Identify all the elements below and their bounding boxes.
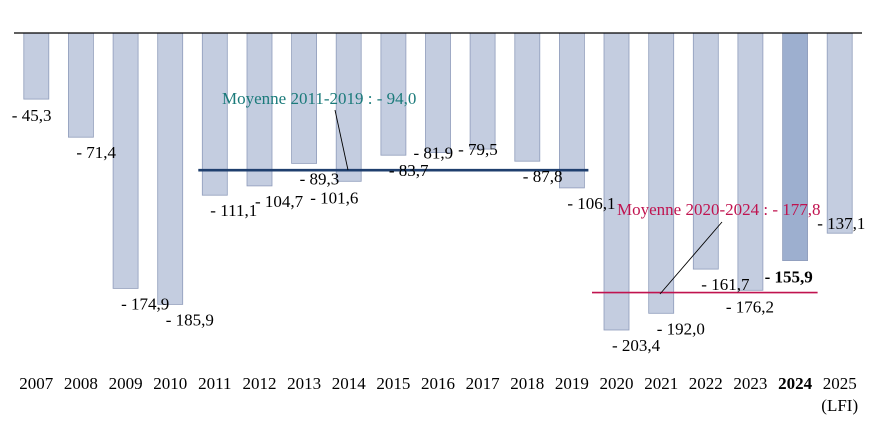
value-label-2012: - 104,7	[255, 192, 304, 211]
x-tick-2010: 2010	[153, 374, 187, 393]
bar-2018	[514, 32, 541, 162]
value-label-2021: - 192,0	[657, 319, 705, 338]
value-label-2022: - 161,7	[701, 275, 750, 294]
value-label-2015: - 83,7	[389, 161, 429, 180]
bar-2015	[380, 32, 407, 156]
bar-2012	[246, 32, 273, 187]
bar-2007	[23, 32, 50, 100]
value-label-2018: - 87,8	[523, 167, 563, 186]
x-tick-2022: 2022	[689, 374, 723, 393]
bar-2016	[425, 32, 451, 153]
average-leader-line-1	[334, 109, 349, 171]
x-tick-2014: 2014	[332, 374, 367, 393]
value-label-2014: - 101,6	[310, 188, 358, 207]
bar-2008	[68, 32, 94, 138]
value-label-2011: - 111,1	[210, 201, 257, 220]
x-tick-2016: 2016	[421, 374, 455, 393]
value-label-2013: - 89,3	[300, 169, 340, 188]
x-tick-2024: 2024	[778, 374, 813, 393]
bar-2025	[826, 32, 853, 234]
bar-2021	[648, 32, 675, 314]
x-tick-labels-group: 2007 2008 2009 2010 2011 2012 2013 2014 2015 2016…	[19, 374, 858, 415]
value-label-2009: - 174,9	[121, 294, 169, 313]
value-labels-group: - 45,3 - 71,4 - 174,9- 185,9 - 111,1- 104,7…	[12, 106, 866, 355]
average-leader-line-2	[659, 221, 723, 295]
value-label-2008: - 71,4	[76, 143, 116, 162]
x-tick-2019: 2019	[555, 374, 589, 393]
x-tick-2021: 2021	[644, 374, 678, 393]
value-label-2019: - 106,1	[567, 194, 615, 213]
value-label-2020: - 203,4	[612, 336, 661, 355]
value-label-2023: - 176,2	[726, 297, 774, 316]
value-label-2007: - 45,3	[12, 106, 52, 125]
value-label-2016: - 81,9	[414, 144, 454, 163]
x-tick-2007: 2007	[19, 374, 54, 393]
x-tick-2008: 2008	[64, 374, 98, 393]
bar-2013	[291, 32, 318, 164]
x-tick-2020: 2020	[600, 374, 634, 393]
x-tick-2025: 2025	[823, 374, 857, 393]
bar-2024	[782, 32, 808, 262]
x-tick-2015: 2015	[376, 374, 410, 393]
bar-2017	[469, 32, 496, 150]
bar-2019	[559, 32, 585, 189]
average-label-1: Moyenne 2011-2019 : - 94,0	[222, 89, 416, 108]
bar-2009	[112, 32, 139, 289]
x-tick-2011: 2011	[198, 374, 231, 393]
x-tick-2023: 2023	[733, 374, 767, 393]
x-tick-2018: 2018	[510, 374, 544, 393]
value-label-2024: - 155,9	[765, 268, 813, 287]
x-tick-2009: 2009	[109, 374, 143, 393]
bar-2010	[157, 32, 184, 305]
x-tick-2017: 2017	[466, 374, 501, 393]
x-tick-2013: 2013	[287, 374, 321, 393]
bar-2023	[737, 32, 764, 291]
bar-2011	[201, 32, 228, 196]
value-label-2017: - 79,5	[458, 140, 498, 159]
x-tick-2012: 2012	[243, 374, 277, 393]
average-label-2: Moyenne 2020-2024 : - 177,8	[617, 200, 821, 219]
bar-2022	[692, 32, 719, 270]
bar-2020	[603, 32, 630, 331]
bar-2014	[335, 32, 362, 182]
value-label-2025: - 137,1	[817, 214, 865, 233]
x-tick-sub-2025: (LFI)	[821, 396, 858, 415]
value-label-2010: - 185,9	[166, 310, 214, 329]
